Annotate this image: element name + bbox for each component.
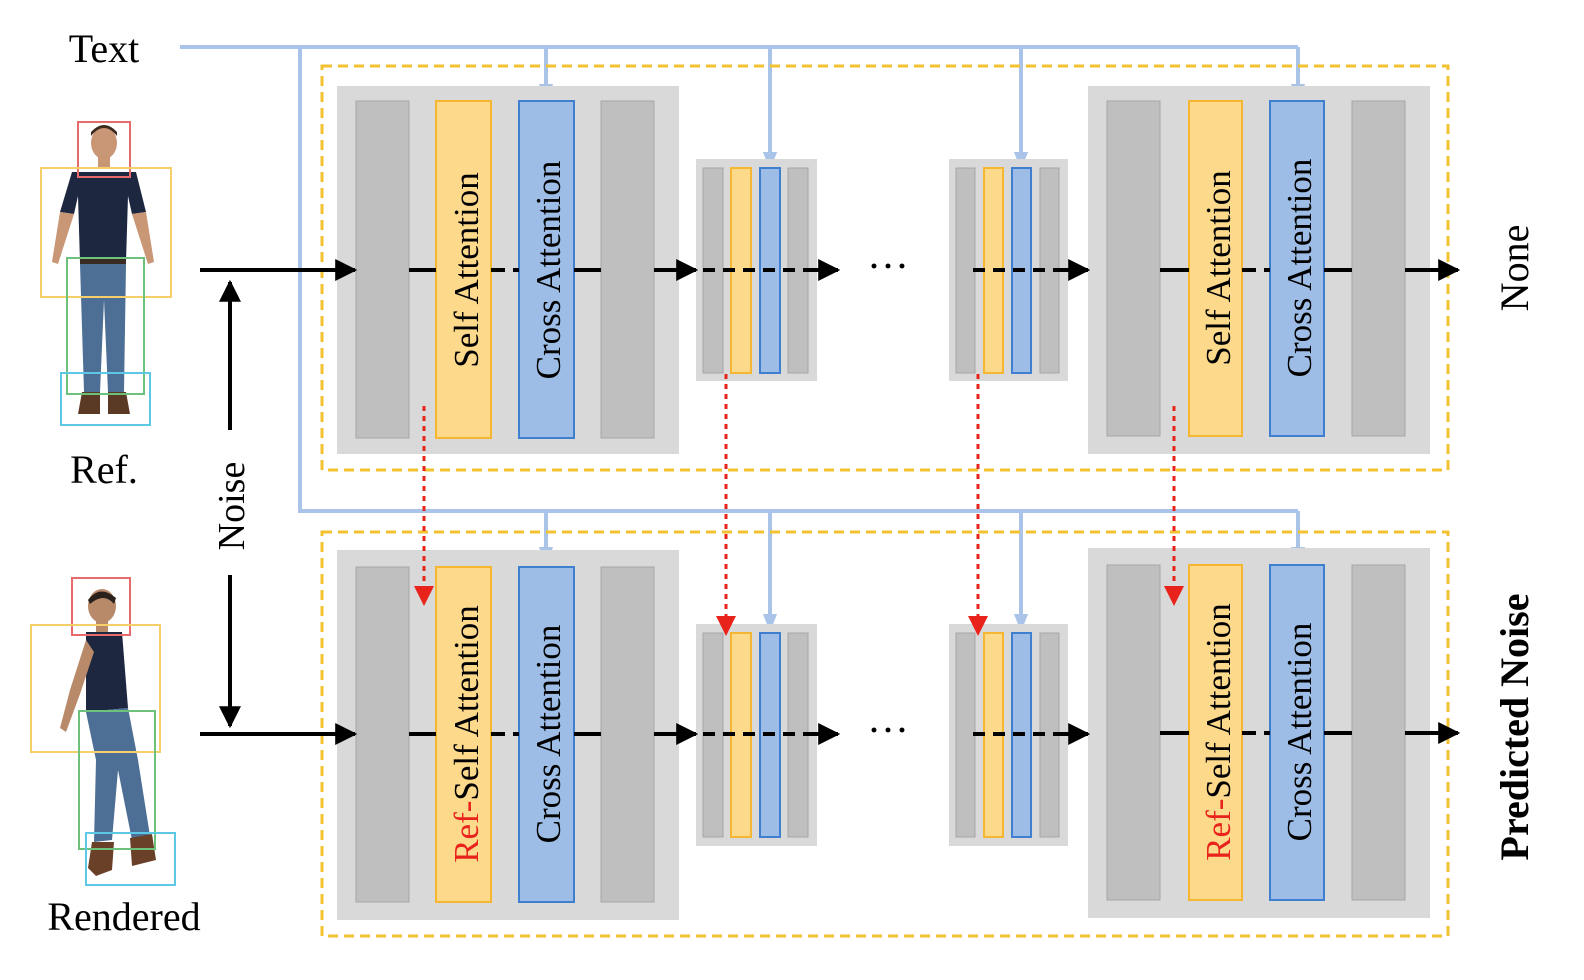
top-big-block-right (1088, 86, 1430, 454)
top-ellipsis: ··· (867, 244, 909, 290)
top-big-block-left (337, 86, 679, 454)
reference-person-image (40, 121, 172, 426)
bottom-small-block-1 (696, 624, 817, 846)
top-output-label: None (1492, 225, 1537, 312)
top-small-block-2 (949, 159, 1068, 381)
bottom-right-cross-attention-label: Cross Attention (1280, 623, 1319, 842)
rendered-person-image (30, 577, 176, 886)
reference-feature-arrows (414, 374, 1184, 636)
ref-prefix: Ref- (447, 801, 486, 863)
bottom-output-label: Predicted Noise (1492, 594, 1537, 861)
top-left-self-attention-label: Self Attention (447, 172, 486, 367)
bottom-big-block-left (337, 550, 679, 920)
bottom-ellipsis: ··· (867, 708, 909, 754)
bottom-left-cross-attention-label: Cross Attention (529, 625, 568, 844)
bottom-small-block-2 (949, 624, 1068, 846)
ref-self-attention-rest: Self Attention (1199, 603, 1238, 798)
bottom-left-ref-self-attention-label: Ref-Self Attention (447, 605, 486, 863)
ref-image-label: Ref. (70, 447, 138, 492)
rendered-image-label: Rendered (47, 894, 200, 939)
noise-label-bg (212, 440, 250, 566)
ref-self-attention-rest: Self Attention (447, 605, 486, 800)
top-left-cross-attention-label: Cross Attention (529, 161, 568, 380)
text-input-label: Text (69, 26, 140, 71)
bottom-flow-arrows (200, 722, 1461, 745)
ref-prefix: Ref- (1199, 799, 1238, 861)
top-small-block-1 (696, 159, 817, 381)
noise-label: Noise (211, 462, 253, 551)
top-right-self-attention-label: Self Attention (1199, 170, 1238, 365)
text-conditioning-lines (180, 45, 1306, 632)
bottom-big-block-right (1088, 548, 1430, 918)
top-right-cross-attention-label: Cross Attention (1280, 159, 1319, 378)
bottom-right-ref-self-attention-label: Ref-Self Attention (1199, 603, 1238, 861)
